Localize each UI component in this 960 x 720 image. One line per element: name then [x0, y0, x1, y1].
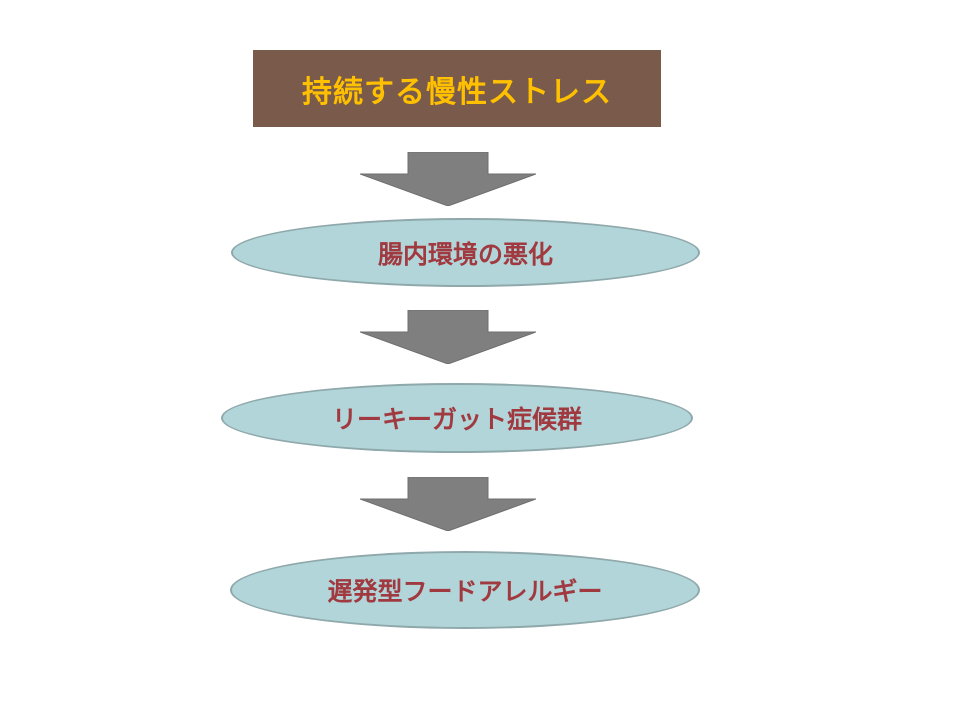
step-ellipse-leaky-gut: リーキーガット症候群: [221, 383, 693, 453]
title-box: 持続する慢性ストレス: [253, 50, 661, 127]
down-arrow-icon: [360, 152, 536, 206]
step-label: 腸内環境の悪化: [377, 239, 553, 269]
step-label: リーキーガット症候群: [331, 405, 582, 434]
title-text: 持続する慢性ストレス: [302, 74, 612, 110]
down-arrow-icon: [360, 477, 536, 531]
step-label: 遅発型フードアレルギー: [327, 577, 603, 606]
step-ellipse-gut-environment: 腸内環境の悪化: [231, 218, 700, 287]
down-arrow-icon: [360, 310, 536, 364]
step-ellipse-food-allergy: 遅発型フードアレルギー: [230, 551, 700, 629]
